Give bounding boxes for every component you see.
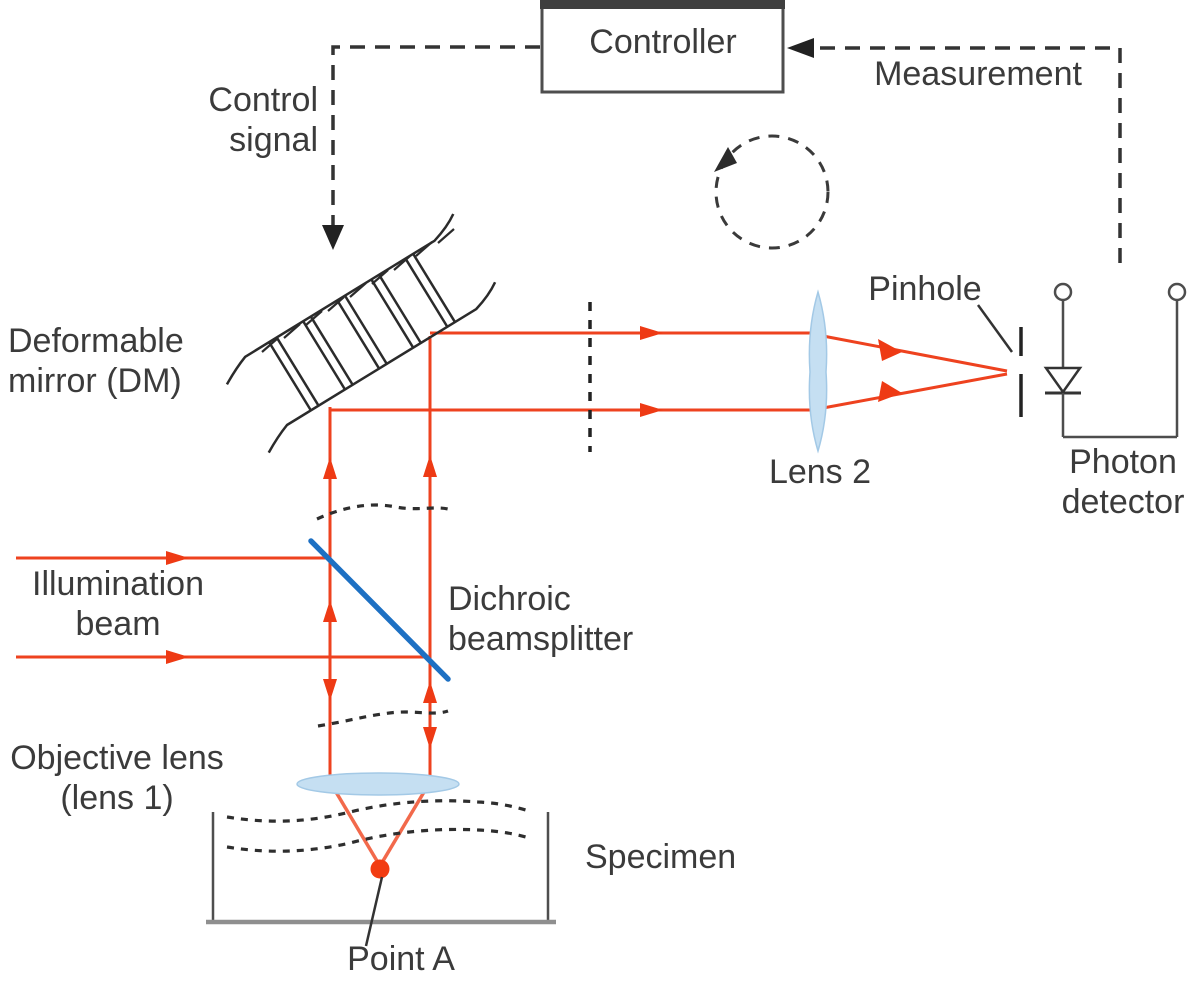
dichroic-line1: Dichroic: [448, 580, 571, 618]
beam-converge-lower: [822, 372, 1008, 410]
beam-arrowheads: [166, 326, 902, 749]
wavefront-above-beamsplitter: [316, 503, 449, 521]
deformable-mirror-label: Deformable mirror (DM): [8, 321, 184, 401]
control-signal-line2: signal: [229, 121, 318, 159]
pinhole-leader-line: [976, 304, 1014, 353]
lens-2-icon: [808, 289, 828, 454]
specimen-wavefront-upper: [226, 799, 530, 823]
wavefront-dashes: [226, 503, 530, 853]
beam-converge-upper: [822, 334, 1008, 373]
controller-label: Controller: [589, 23, 737, 61]
control-signal-label: Control signal: [120, 80, 318, 160]
mirror-hatching: [261, 228, 455, 353]
objective-lens-label: Objective lens (lens 1): [0, 738, 234, 818]
control-signal-arrow: [322, 45, 540, 250]
dichroic-line2: beamsplitter: [448, 620, 634, 658]
deformable-mirror-line1: Deformable: [8, 322, 184, 360]
objective-lens-icon: [296, 772, 460, 796]
specimen-label: Specimen: [585, 838, 737, 876]
photon-detector-icon: [1043, 282, 1187, 439]
deformable-mirror-line2: mirror (DM): [8, 362, 182, 400]
dichroic-beamsplitter-label: Dichroic beamsplitter: [448, 579, 633, 659]
illumination-beam-line2: beam: [75, 605, 161, 643]
photon-detector-label: Photon detector: [1046, 442, 1200, 522]
dichroic-beamsplitter-line: [308, 538, 451, 682]
objective-lens-line2: (lens 1): [60, 779, 174, 817]
photon-detector-line1: Photon: [1069, 443, 1177, 481]
feedback-loop-icon: [714, 134, 830, 250]
measurement-label: Measurement: [874, 55, 1082, 93]
point-a-label: Point A: [347, 940, 455, 978]
measurement-arrow: [787, 38, 1122, 272]
specimen-container: [206, 812, 556, 925]
pinhole-label: Pinhole: [868, 270, 982, 308]
illumination-beam-label: Illumination beam: [0, 564, 236, 644]
control-signal-line1: Control: [208, 81, 318, 119]
lens-2-label: Lens 2: [768, 453, 872, 491]
deformable-mirror-icon: [225, 213, 497, 454]
point-a-leader-line: [364, 876, 384, 947]
objective-lens-line1: Objective lens: [10, 739, 224, 777]
illumination-beam-line1: Illumination: [32, 565, 204, 603]
focus-cone: [331, 786, 429, 867]
photon-detector-line2: detector: [1061, 483, 1185, 521]
focus-point-dot: [370, 859, 390, 879]
specimen-wavefront-lower: [226, 827, 530, 853]
controller-box: [540, 0, 785, 94]
wavefront-below-beamsplitter: [317, 709, 449, 728]
